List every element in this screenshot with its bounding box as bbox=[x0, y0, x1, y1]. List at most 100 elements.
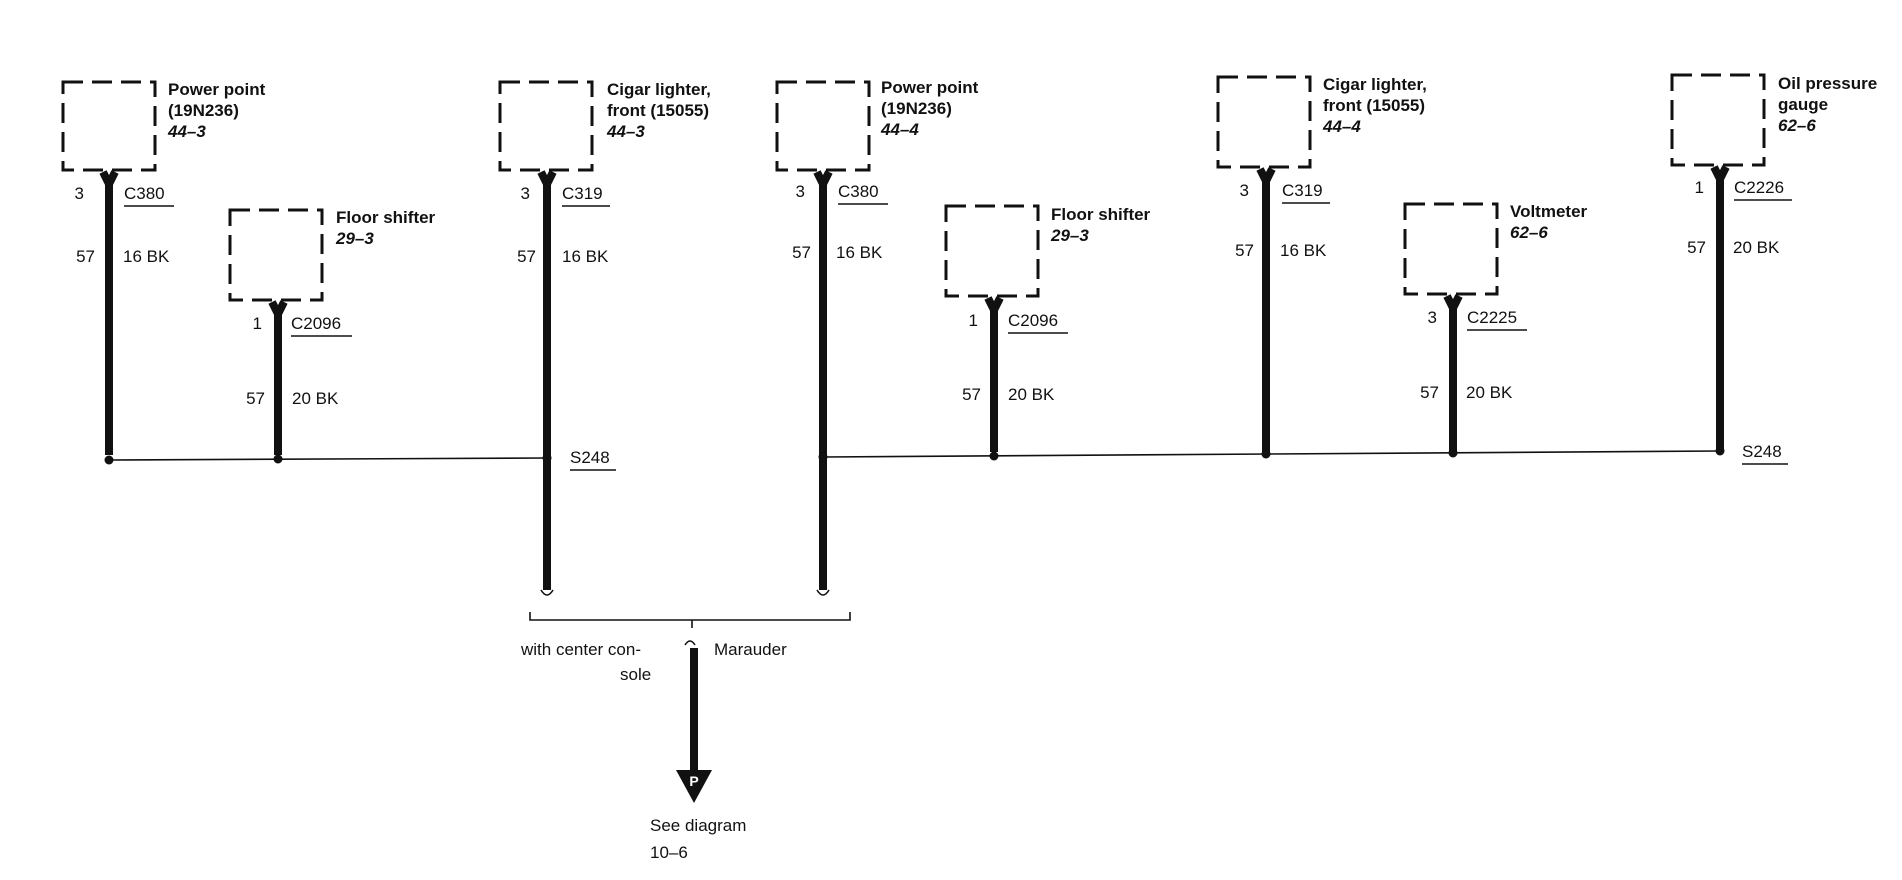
option-right: Marauder bbox=[714, 640, 787, 659]
connector-id: C2096 bbox=[1008, 311, 1058, 330]
page-reference: 62–6 bbox=[1510, 223, 1548, 242]
splice-dot bbox=[542, 453, 552, 463]
component-title-line-1: Cigar lighter, bbox=[1323, 75, 1427, 94]
wire-gauge-color: 16 BK bbox=[836, 243, 883, 262]
component-title-line-2: gauge bbox=[1778, 95, 1828, 114]
component-box bbox=[61, 80, 157, 172]
ground-output: P See diagram 10–6 bbox=[650, 640, 746, 862]
wire-gauge-color: 16 BK bbox=[1280, 241, 1327, 260]
wire-break bbox=[816, 589, 830, 596]
connector-pin: 3 bbox=[796, 182, 805, 201]
connector-id: C2096 bbox=[291, 314, 341, 333]
wire-gauge-color: 20 BK bbox=[1008, 385, 1055, 404]
see-diagram-line-2: 10–6 bbox=[650, 843, 688, 862]
wire-gauge-color: 20 BK bbox=[292, 389, 339, 408]
junction-dot bbox=[1448, 448, 1458, 458]
connector-pin: 3 bbox=[1240, 181, 1249, 200]
bracket-line bbox=[529, 612, 851, 621]
component-power-point-1: Power point (19N236) 44–3 3 C380 57 16 B… bbox=[61, 80, 266, 455]
circuit-number: 57 bbox=[76, 247, 95, 266]
connector-id: C380 bbox=[838, 182, 879, 201]
component-box bbox=[1670, 73, 1766, 167]
component-box bbox=[775, 80, 871, 172]
circuit-number: 57 bbox=[1235, 241, 1254, 260]
circuit-number: 57 bbox=[1420, 383, 1439, 402]
component-title-line-2: front (15055) bbox=[607, 101, 709, 120]
junction-dot bbox=[273, 454, 283, 464]
component-voltmeter: Voltmeter 62–6 3 C2225 57 20 BK bbox=[1403, 202, 1588, 452]
component-title-line-1: Voltmeter bbox=[1510, 202, 1588, 221]
connector-id: C2226 bbox=[1734, 178, 1784, 197]
connector-pin: 3 bbox=[75, 184, 84, 203]
component-title-line-2: (19N236) bbox=[881, 99, 952, 118]
page-reference: 44–3 bbox=[606, 122, 645, 141]
junction-dot bbox=[989, 451, 999, 461]
page-reference: 44–4 bbox=[880, 120, 919, 139]
page-reference: 62–6 bbox=[1778, 116, 1816, 135]
junction-dot bbox=[1261, 449, 1271, 459]
bus-line bbox=[108, 457, 548, 461]
junction-dot bbox=[818, 452, 828, 462]
junction-dot bbox=[104, 455, 114, 465]
connector-fork bbox=[99, 170, 119, 193]
connector-fork bbox=[813, 170, 833, 193]
page-reference: 29–3 bbox=[335, 229, 374, 248]
component-box bbox=[498, 80, 594, 172]
connector-id: C319 bbox=[1282, 181, 1323, 200]
wire-break bbox=[540, 589, 554, 596]
component-title-line-1: Oil pressure bbox=[1778, 74, 1877, 93]
connector-fork bbox=[1443, 294, 1463, 317]
component-title-line-1: Floor shifter bbox=[336, 208, 436, 227]
wire-gauge-color: 20 BK bbox=[1733, 238, 1780, 257]
connector-pin: 1 bbox=[253, 314, 262, 333]
component-floor-shifter-2: Floor shifter 29–3 1 C2096 57 20 BK bbox=[944, 204, 1151, 452]
wire-gauge-color: 20 BK bbox=[1466, 383, 1513, 402]
connector-id: C319 bbox=[562, 184, 603, 203]
splice-label: S248 bbox=[1742, 442, 1782, 461]
component-box bbox=[944, 204, 1040, 298]
page-reference: 44–4 bbox=[1322, 117, 1361, 136]
component-title-line-1: Power point bbox=[168, 80, 266, 99]
ground-bus-right: S248 bbox=[818, 442, 1788, 465]
splice-label: S248 bbox=[570, 448, 610, 467]
connector-id: C2225 bbox=[1467, 308, 1517, 327]
connector-fork bbox=[537, 170, 557, 193]
see-diagram-line-1: See diagram bbox=[650, 816, 746, 835]
component-floor-shifter-1: Floor shifter 29–3 1 C2096 57 20 BK bbox=[228, 208, 436, 455]
option-left-line-2: sole bbox=[620, 665, 651, 684]
wire-gauge-color: 16 BK bbox=[562, 247, 609, 266]
splice-dot bbox=[1715, 446, 1725, 456]
connector-pin: 1 bbox=[969, 311, 978, 330]
component-box bbox=[1216, 75, 1312, 169]
connector-id: C380 bbox=[124, 184, 165, 203]
component-box bbox=[1403, 202, 1499, 296]
circuit-number: 57 bbox=[246, 389, 265, 408]
component-box bbox=[228, 208, 324, 302]
connector-fork bbox=[1710, 165, 1730, 188]
connector-pin: 3 bbox=[1428, 308, 1437, 327]
component-oil-pressure-gauge: Oil pressure gauge 62–6 1 C2226 57 20 BK bbox=[1670, 73, 1877, 451]
ground-arrow-icon bbox=[676, 770, 712, 803]
bus-line bbox=[822, 450, 1721, 458]
connector-pin: 1 bbox=[1695, 178, 1704, 197]
connector-fork bbox=[268, 300, 288, 323]
circuit-number: 57 bbox=[962, 385, 981, 404]
component-title-line-1: Power point bbox=[881, 78, 979, 97]
wire-break bbox=[684, 640, 696, 646]
component-title-line-2: (19N236) bbox=[168, 101, 239, 120]
wire-gauge-color: 16 BK bbox=[123, 247, 170, 266]
circuit-number: 57 bbox=[1687, 238, 1706, 257]
connector-fork bbox=[984, 296, 1004, 319]
page-reference: 44–3 bbox=[167, 122, 206, 141]
component-title-line-1: Cigar lighter, bbox=[607, 80, 711, 99]
connector-pin: 3 bbox=[521, 184, 530, 203]
component-cigar-lighter-1: Cigar lighter, front (15055) 44–3 3 C319… bbox=[498, 80, 711, 596]
circuit-number: 57 bbox=[792, 243, 811, 262]
component-cigar-lighter-2: Cigar lighter, front (15055) 44–4 3 C319… bbox=[1216, 75, 1427, 452]
ground-letter: P bbox=[689, 773, 698, 789]
component-power-point-2: Power point (19N236) 44–4 3 C380 57 16 B… bbox=[775, 78, 979, 596]
ground-bus-left: S248 bbox=[104, 448, 616, 471]
page-reference: 29–3 bbox=[1050, 226, 1089, 245]
component-title-line-1: Floor shifter bbox=[1051, 205, 1151, 224]
